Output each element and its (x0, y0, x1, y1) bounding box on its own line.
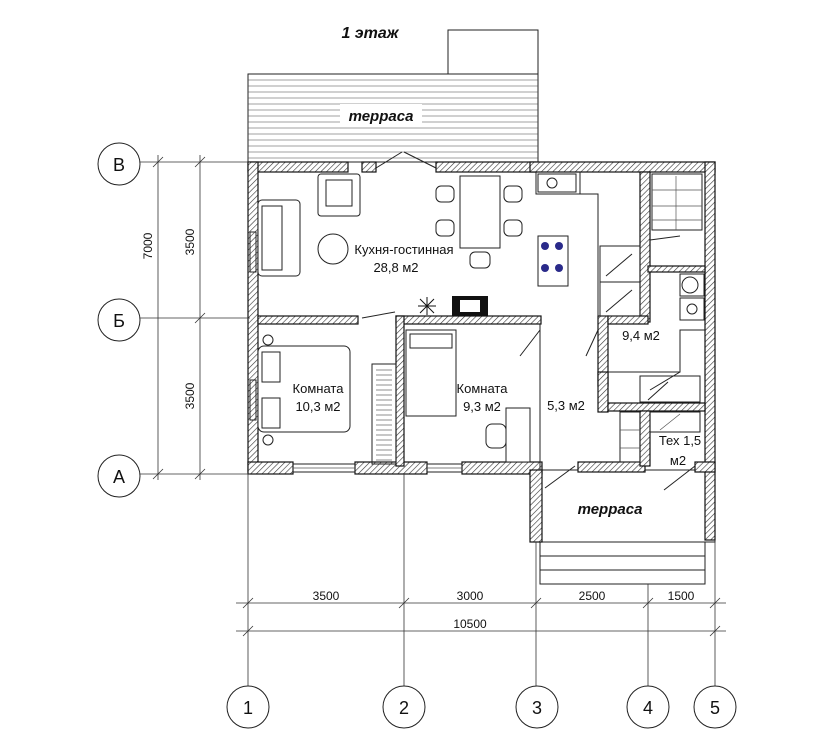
dim-left-total: 7000 (141, 232, 155, 259)
hall-area: 5,3 м2 (547, 398, 585, 413)
dim-seg3: 2500 (579, 589, 606, 603)
bedroom1-furniture (257, 334, 397, 465)
room1-area: 10,3 м2 (295, 399, 340, 414)
terrace-top-label: терраса (349, 108, 414, 125)
outer-walls (247, 161, 716, 543)
hall-fixtures (608, 329, 705, 463)
kitchen-name: Кухня-гостинная (354, 242, 453, 257)
row-axes: В Б А 7000 3500 3500 (97, 142, 250, 498)
axis-col-1: 1 (243, 698, 253, 718)
interior-walls (257, 171, 706, 470)
axis-col-2: 2 (399, 698, 409, 718)
room1-name: Комната (293, 381, 345, 396)
dim-total: 10500 (453, 617, 487, 631)
stair-area (651, 173, 705, 321)
column-axes: 1 2 3 4 5 3500 3000 2500 1500 10500 (226, 474, 737, 729)
bedroom2-furniture (405, 329, 531, 463)
terrace-top: терраса (247, 29, 539, 163)
tech-area: м2 (670, 453, 686, 468)
tech-name: Тех 1,5 (659, 433, 701, 448)
room2-area: 9,3 м2 (463, 399, 501, 414)
terrace-bottom-label: терраса (578, 501, 643, 518)
room-labels: Кухня-гостинная 28,8 м2 Комната 10,3 м2 … (293, 242, 702, 468)
dim-seg2: 3000 (457, 589, 484, 603)
room2-name: Комната (457, 381, 509, 396)
kitchen-area: 28,8 м2 (373, 260, 418, 275)
dim-seg4: 1500 (668, 589, 695, 603)
living-furniture (257, 172, 641, 317)
axis-row-v: В (113, 155, 125, 175)
dim-left-bottom: 3500 (183, 382, 197, 409)
axis-row-a: А (113, 467, 125, 487)
bath-area: 9,4 м2 (622, 328, 660, 343)
floor-title: 1 этаж (341, 25, 399, 42)
axis-col-5: 5 (710, 698, 720, 718)
doors (361, 151, 696, 491)
dim-left-top: 3500 (183, 228, 197, 255)
axis-col-3: 3 (532, 698, 542, 718)
axis-row-b: Б (113, 311, 125, 331)
dim-seg1: 3500 (313, 589, 340, 603)
terrace-bottom: терраса (529, 469, 716, 585)
axis-col-4: 4 (643, 698, 653, 718)
